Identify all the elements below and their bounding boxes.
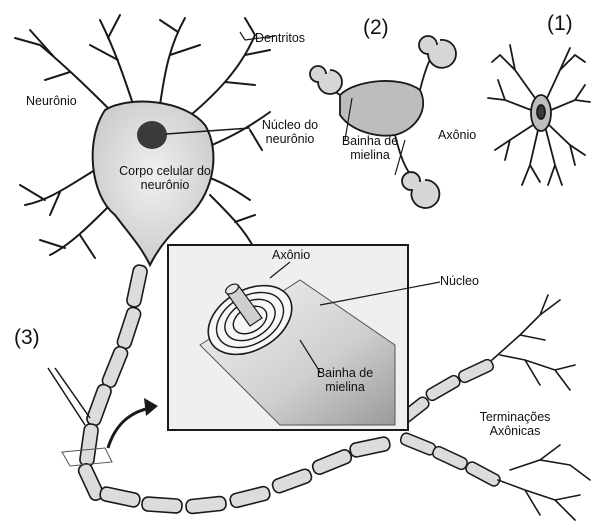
label-1: (1) xyxy=(547,12,573,36)
label-neuronio: Neurônio xyxy=(26,94,77,108)
label-corpo-celular: Corpo celular do neurônio xyxy=(100,164,230,193)
cell-nucleus xyxy=(137,121,167,149)
figure-1-cell xyxy=(488,45,590,185)
label-terminacoes-line2: Axônicas xyxy=(470,424,560,438)
label-axonio-inset: Axônio xyxy=(272,248,310,262)
figure-2-cell xyxy=(310,36,456,208)
axon-branch-lower xyxy=(399,432,502,488)
label-bainha-de-mielina-top: Bainha de mielina xyxy=(330,134,410,163)
label-nucleo-do-neuronio-line2: neurônio xyxy=(250,132,330,146)
label-2: (2) xyxy=(363,16,389,40)
zoom-arrow xyxy=(108,408,150,448)
axon-myelin-segments xyxy=(77,264,149,502)
label-terminacoes-line1: Terminações xyxy=(470,410,560,424)
label-axonio-top: Axônio xyxy=(438,128,476,142)
label-bainha-top-line2: mielina xyxy=(330,148,410,162)
label-bainha-de-mielina-inset: Bainha de mielina xyxy=(305,366,385,395)
label-corpo-celular-line2: neurônio xyxy=(100,178,230,192)
label-bainha-top-line1: Bainha de xyxy=(330,134,410,148)
label-nucleo-do-neuronio: Núcleo do neurônio xyxy=(250,118,330,147)
axon-bottom-segments xyxy=(99,436,391,514)
label-bainha-inset-line2: mielina xyxy=(305,380,385,394)
label-nucleo-do-neuronio-line1: Núcleo do xyxy=(250,118,330,132)
axon-terminals xyxy=(492,295,590,520)
label-nucleo-inset: Núcleo xyxy=(440,274,479,288)
label-bainha-inset-line1: Bainha de xyxy=(305,366,385,380)
label-corpo-celular-line1: Corpo celular do xyxy=(100,164,230,178)
zoom-arrow-head xyxy=(144,398,158,416)
label-3-pointer-lines xyxy=(48,368,90,425)
label-terminacoes-axonicas: Terminações Axônicas xyxy=(470,410,560,439)
label-3: (3) xyxy=(14,326,40,350)
label-dentritos: Dentritos xyxy=(255,31,305,45)
